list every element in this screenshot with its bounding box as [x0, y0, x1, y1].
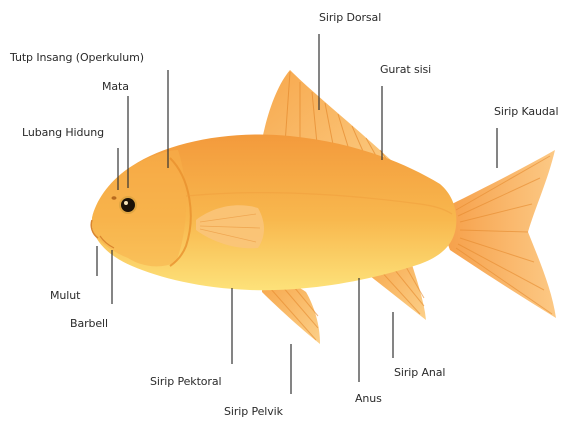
- label-gurat-sisi: Gurat sisi: [380, 64, 431, 75]
- label-sirip-pektoral: Sirip Pektoral: [150, 376, 221, 387]
- label-sirip-anal: Sirip Anal: [394, 367, 445, 378]
- label-barbell: Barbell: [70, 318, 108, 329]
- label-mata: Mata: [102, 81, 129, 92]
- label-tutup-insang: Tutp Insang (Operkulum): [10, 52, 144, 63]
- label-mulut: Mulut: [50, 290, 80, 301]
- nostril: [112, 196, 117, 200]
- caudal-fin: [446, 150, 557, 318]
- label-sirip-dorsal: Sirip Dorsal: [319, 12, 381, 23]
- pelvic-fin: [262, 284, 320, 344]
- label-sirip-kaudal: Sirip Kaudal: [494, 106, 558, 117]
- label-lubang-hidung: Lubang Hidung: [22, 127, 104, 138]
- eye: [119, 196, 137, 214]
- label-anus: Anus: [355, 393, 382, 404]
- label-sirip-pelvik: Sirip Pelvik: [224, 406, 283, 417]
